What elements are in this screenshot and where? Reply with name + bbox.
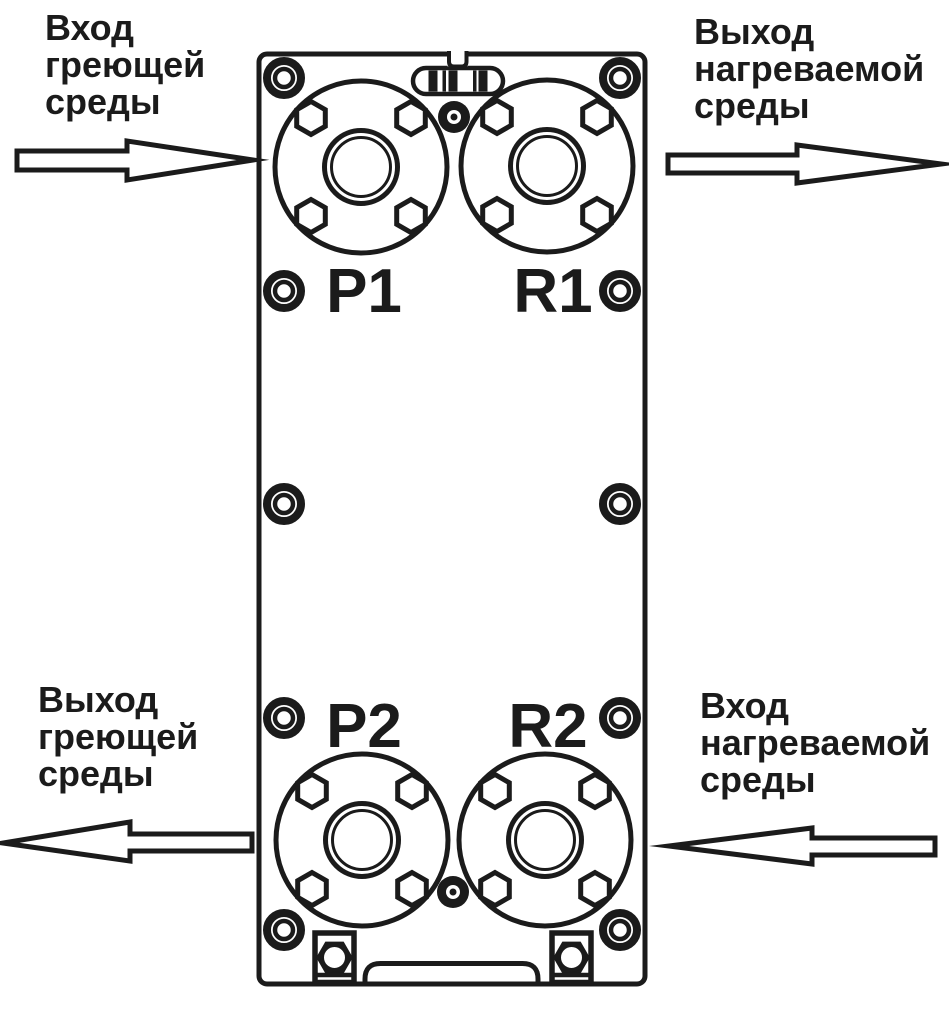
label-line: греющей [38,716,198,757]
flange-r2 [459,754,631,926]
port-label-p2: P2 [326,692,402,761]
arrow-heating-inlet [14,138,270,183]
port-label-p1: P1 [326,257,402,326]
tie-bolt [603,61,637,95]
weep-hole-bottom [437,876,469,908]
tie-bolt [267,913,301,947]
arrow-heating-outlet [0,819,255,864]
tie-bolt [603,913,637,947]
flange-r1 [461,80,633,252]
weep-hole-top [438,101,470,133]
tie-bolt [267,61,301,95]
flange-p2 [276,754,448,926]
label-heating-outlet: Выход греющей среды [38,679,198,794]
label-line: среды [694,85,810,126]
label-line: Вход [700,685,789,726]
tie-bolt [267,487,301,521]
flange-p1 [275,81,447,253]
top-notch [447,50,469,69]
foot-bracket-right [552,933,591,983]
tie-bolt [603,274,637,308]
port-label-r1: R1 [513,257,592,326]
label-line: Вход [45,7,134,48]
label-line: среды [700,759,816,800]
lifting-lug [410,65,506,97]
label-line: Выход [694,11,814,52]
label-line: нагреваемой [694,48,924,89]
label-line: нагреваемой [700,722,930,763]
tie-bolt [603,487,637,521]
heat-exchanger-unit: P1 R1 P2 R2 [256,50,648,987]
label-heated-inlet: Вход нагреваемой среды [700,685,930,800]
bottom-cutout [362,961,541,986]
tie-bolt [267,274,301,308]
label-line: среды [45,81,161,122]
tie-bolt [603,701,637,735]
label-line: среды [38,753,154,794]
label-heated-outlet: Выход нагреваемой среды [694,11,924,126]
label-heating-inlet: Вход греющей среды [45,7,205,122]
label-line: Выход [38,679,158,720]
arrow-heated-outlet [665,142,949,186]
tie-bolt [267,701,301,735]
arrow-heated-inlet [648,825,938,867]
label-line: греющей [45,44,205,85]
foot-bracket-left [315,933,354,983]
port-label-r2: R2 [508,692,587,761]
